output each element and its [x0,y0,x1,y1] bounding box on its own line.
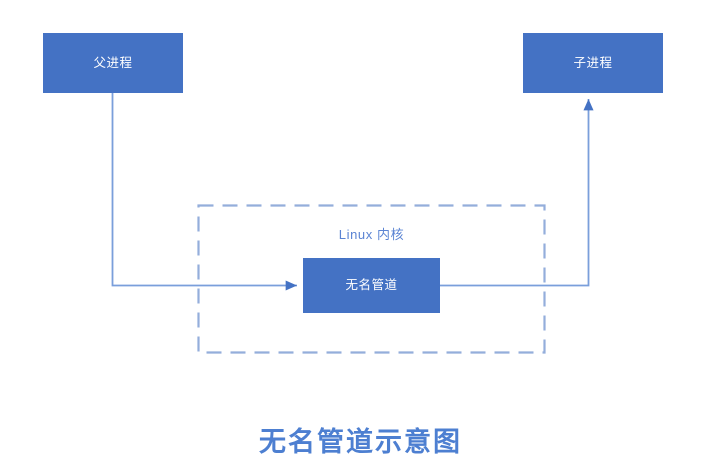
linux-kernel-group-border [197,204,546,354]
linux-kernel-group-label: Linux 内核 [338,227,405,242]
node-parent-process-label: 父进程 [93,55,133,70]
connector-pipe-to-child [440,99,594,287]
node-child-process-label: 子进程 [573,55,613,70]
node-parent-process[interactable]: 父进程 [43,33,183,93]
node-anonymous-pipe-label: 无名管道 [345,278,398,293]
node-anonymous-pipe[interactable]: 无名管道 [303,258,440,313]
diagram-title: 无名管道示意图 [259,427,462,457]
connector-parent-to-pipe [111,93,297,291]
node-child-process[interactable]: 子进程 [523,33,663,93]
